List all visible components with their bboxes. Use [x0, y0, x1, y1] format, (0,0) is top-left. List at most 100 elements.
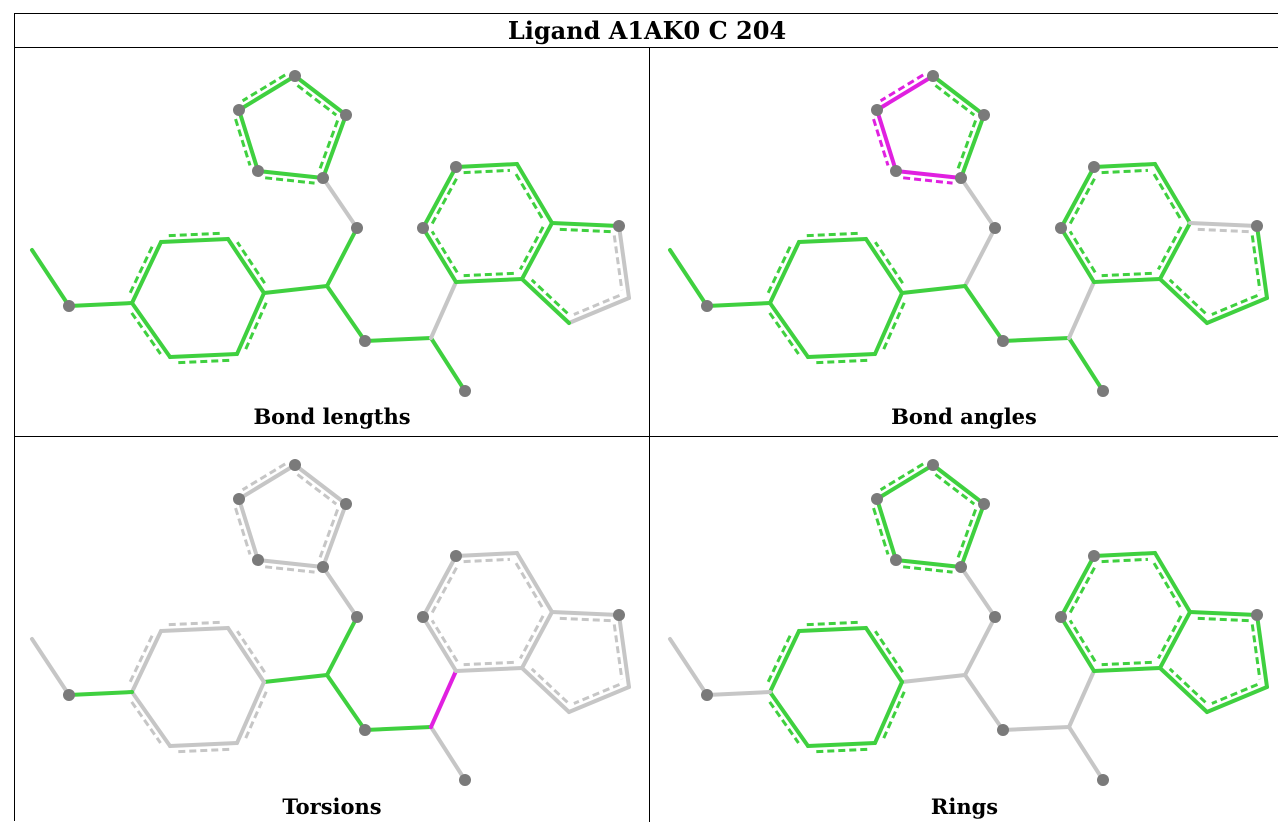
bond-ring5d [956, 113, 986, 180]
bond-rb1 [429, 725, 467, 782]
bond-methyl [30, 248, 71, 308]
bond-ph6 [873, 291, 906, 356]
bond-ph5 [806, 741, 877, 754]
atom-c3 [997, 335, 1009, 347]
atom-f1 [1251, 220, 1263, 232]
atom-c1 [989, 611, 1001, 623]
bond-a1c [1001, 725, 1071, 732]
bond-f3 [1205, 683, 1269, 714]
atom-r2 [1088, 550, 1100, 562]
caption-bond-lengths: Bond lengths [253, 404, 411, 429]
bond-ring5e [894, 169, 963, 185]
bond-pent [321, 176, 359, 230]
bond-r6c [1092, 162, 1157, 175]
bond-ring5d [956, 502, 986, 569]
atom-f1 [1251, 609, 1263, 621]
atom-m1 [63, 300, 75, 312]
atom-f1 [613, 220, 625, 232]
bond-f1 [1188, 221, 1259, 234]
bond-rb2 [429, 669, 458, 729]
atom-p2 [233, 104, 245, 116]
bond-r6b [1059, 554, 1097, 619]
atom-p4 [890, 554, 902, 566]
bond-f4 [520, 277, 571, 325]
bond-r6c [454, 551, 519, 564]
panel-bond-angles: Bond angles [650, 48, 1278, 437]
atom-m1 [701, 300, 713, 312]
molecule-bond-angles [668, 70, 1269, 397]
atom-p3 [978, 498, 990, 510]
bond-r6e [518, 610, 554, 670]
bond-ph4 [768, 690, 810, 748]
atom-p1 [289, 459, 301, 471]
bond-ring5e [256, 169, 325, 185]
bond-mid1 [325, 615, 359, 677]
bond-ph5 [168, 741, 239, 754]
atom-c3 [359, 335, 371, 347]
bond-r6a [421, 615, 459, 673]
atom-m1 [63, 689, 75, 701]
bond-ph4 [130, 690, 172, 748]
bond-r6d [514, 162, 554, 225]
caption-rings: Rings [930, 794, 999, 819]
bond-vinyl_ab [963, 284, 1005, 343]
caption-torsions: Torsions [282, 794, 382, 819]
bond-ph6 [873, 680, 906, 745]
bond-ph2 [159, 620, 230, 633]
bond-f4 [520, 666, 571, 714]
bond-r6f [454, 271, 524, 284]
bond-vinyl_ab [963, 673, 1005, 732]
bond-ring5d [318, 113, 348, 180]
panel-rings: Rings [650, 437, 1278, 822]
atom-m1 [701, 689, 713, 701]
atom-c5 [459, 385, 471, 397]
molecule-torsions [30, 459, 631, 786]
panel-bond-lengths: Bond lengths [15, 48, 650, 437]
bond-r6a [1059, 226, 1097, 284]
bond-ring5a [875, 73, 935, 112]
bond-ph1 [864, 626, 904, 684]
bond-pa1 [900, 284, 967, 295]
atom-r2 [450, 550, 462, 562]
bond-r6b [421, 554, 459, 619]
bond-ph2 [797, 620, 868, 633]
bond-r6f [1092, 271, 1162, 284]
bond-mid1 [963, 226, 997, 288]
atom-c1 [989, 222, 1001, 234]
bond-ring5b [931, 74, 986, 117]
figure-title: Ligand A1AK0 C 204 [15, 14, 1278, 48]
bond-r6f [1092, 660, 1162, 673]
atom-c1 [351, 222, 363, 234]
bond-r6e [1156, 221, 1192, 281]
atom-p1 [927, 70, 939, 82]
atom-c3 [997, 724, 1009, 736]
bond-ph3 [128, 629, 163, 694]
panel-torsions: Torsions [15, 437, 650, 822]
bond-pent [321, 565, 359, 619]
bond-a1c [363, 336, 433, 343]
bond-ring5a [875, 462, 935, 501]
molecule-rings [668, 459, 1269, 786]
bond-r6c [1092, 551, 1157, 564]
bond-pa1 [262, 284, 329, 295]
atom-c5 [1097, 385, 1109, 397]
bond-mid1 [325, 226, 359, 288]
bond-r6e [518, 221, 554, 281]
bond-ph6 [235, 291, 268, 356]
bond-ph3 [766, 240, 801, 305]
atom-p2 [871, 104, 883, 116]
atom-r1 [417, 222, 429, 234]
bond-methyl [30, 637, 71, 697]
atom-p1 [927, 459, 939, 471]
bond-pent [959, 176, 997, 230]
atom-p5 [317, 561, 329, 573]
atom-r1 [1055, 611, 1067, 623]
bond-r6c [454, 162, 519, 175]
bond-ring5c [234, 497, 260, 562]
bond-f3 [567, 683, 631, 714]
bond-ph3 [766, 629, 801, 694]
atom-c5 [459, 774, 471, 786]
atom-p4 [252, 165, 264, 177]
atom-p5 [317, 172, 329, 184]
bond-r6e [1156, 610, 1192, 670]
